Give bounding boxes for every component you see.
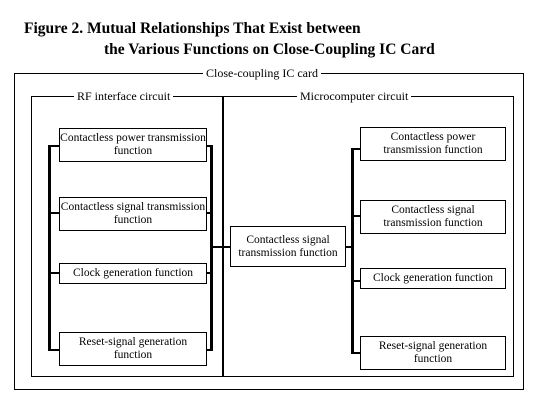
center-box-signal: Contactless signal transmission function	[230, 226, 346, 267]
connector-line	[351, 215, 361, 217]
connector-line	[206, 349, 213, 351]
left-box-power: Contactless power transmission function	[59, 128, 207, 162]
connector-line	[206, 212, 213, 214]
connector-line	[48, 272, 60, 274]
left-box-clock: Clock generation function	[59, 263, 207, 284]
right-box-clock: Clock generation function	[360, 268, 506, 289]
left-box-reset: Reset-signal generation function	[59, 332, 207, 366]
left-bracket-inner	[210, 145, 213, 351]
rf-interface-label: RF interface circuit	[74, 90, 174, 103]
microcomputer-label: Microcomputer circuit	[297, 90, 412, 103]
connector-line	[48, 349, 60, 351]
left-bracket-outer	[48, 145, 51, 351]
connector-line	[351, 280, 361, 282]
right-box-power: Contactless power transmission function	[360, 127, 506, 161]
connector-line	[48, 212, 60, 214]
connector-line	[48, 145, 60, 147]
left-box-signal: Contactless signal transmission function	[59, 197, 207, 231]
connector-line	[346, 246, 353, 248]
connector-line	[351, 148, 361, 150]
right-bracket	[351, 148, 354, 354]
connector-line	[206, 272, 213, 274]
figure-title: Figure 2. Mutual Relationships That Exis…	[24, 18, 435, 60]
connector-line	[213, 246, 230, 248]
connector-line	[351, 352, 361, 354]
right-box-signal: Contactless signal transmission function	[360, 200, 506, 234]
ic-card-label: Close-coupling IC card	[203, 67, 321, 80]
figure-title-line-2: the Various Functions on Close-Coupling …	[104, 41, 435, 58]
connector-line	[206, 145, 213, 147]
right-box-reset: Reset-signal generation function	[360, 336, 506, 370]
figure-title-line-1: Figure 2. Mutual Relationships That Exis…	[24, 20, 361, 37]
